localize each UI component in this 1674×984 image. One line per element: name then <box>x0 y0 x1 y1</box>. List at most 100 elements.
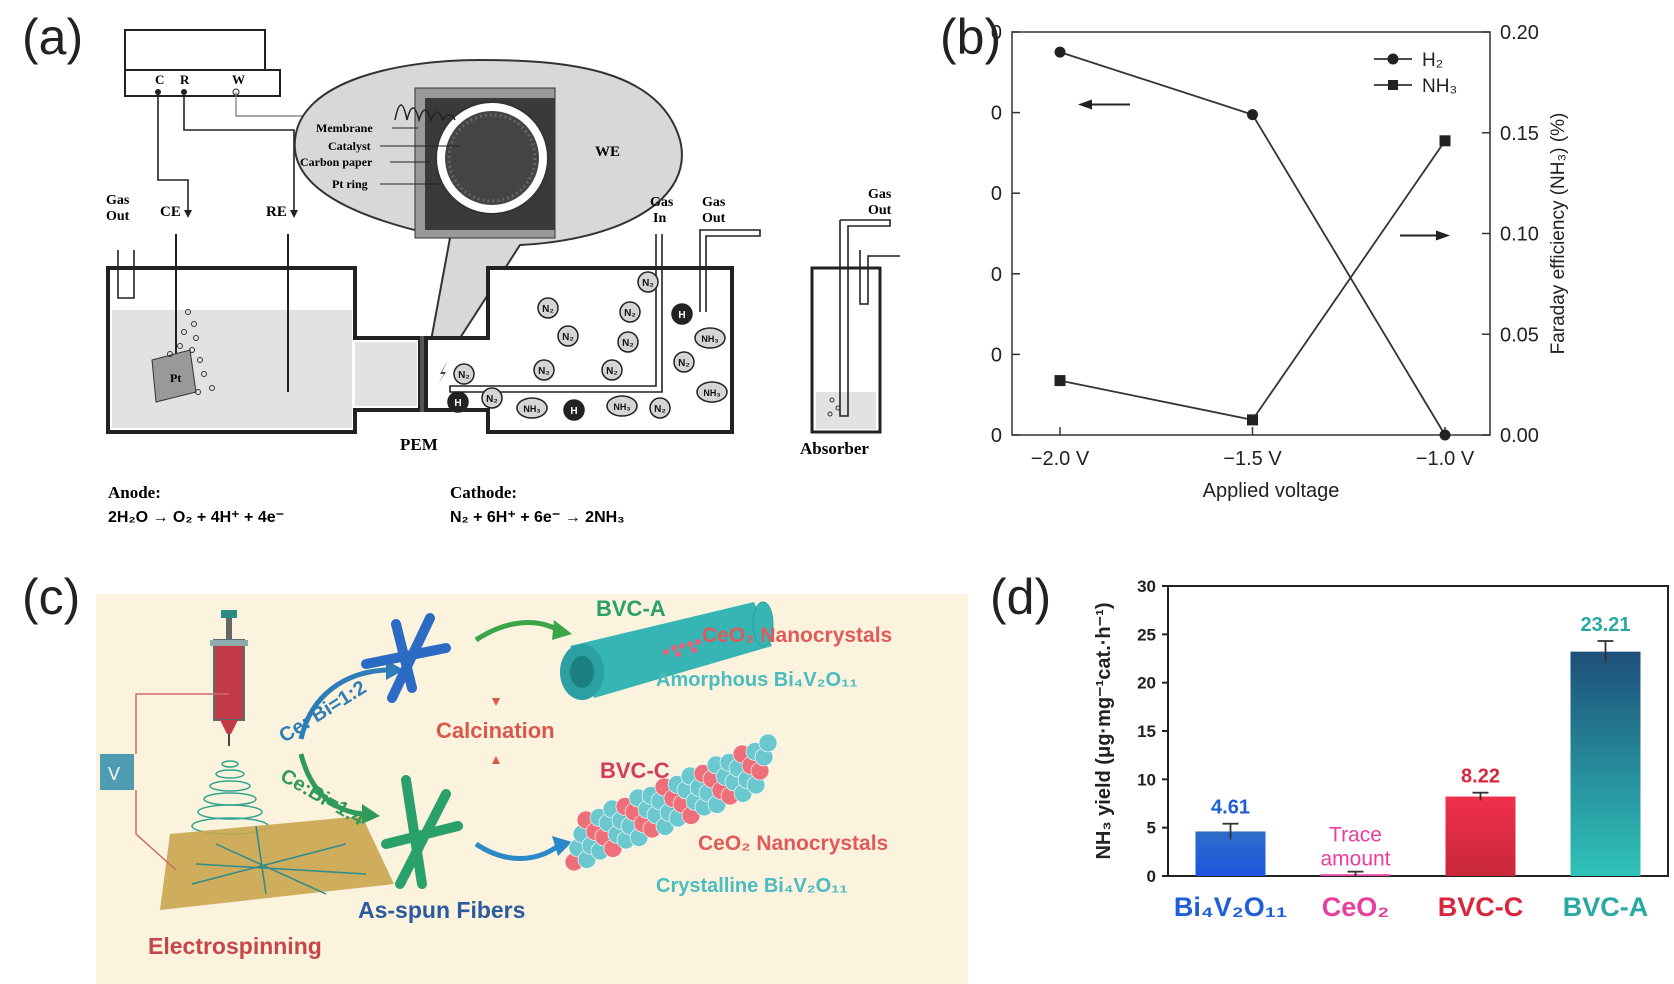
panel-label-d: (d) <box>990 569 1052 625</box>
amorphous-label: Amorphous Bi₄V₂O₁₁ <box>656 669 858 691</box>
molecule-nh3 <box>696 381 728 403</box>
legend-marker-circle <box>1387 53 1399 65</box>
y-right-axis-label: Faraday efficiency (NH₃) (%) <box>1548 113 1569 355</box>
molecule-label: N₂ <box>562 332 574 343</box>
molecule-label: N₂ <box>642 278 654 289</box>
molecule-label: NH₃ <box>613 402 630 412</box>
molecule-label: N₂ <box>678 358 690 369</box>
point-h2 <box>1439 429 1451 441</box>
molecule-n2 <box>649 397 671 419</box>
molecule-label: N₂ <box>538 366 550 377</box>
series-line-square <box>1059 140 1446 421</box>
point-nh3 <box>1054 375 1066 387</box>
bar-2 <box>1445 796 1516 876</box>
x-category-label: BVC-A <box>1563 892 1649 922</box>
y-axis-label: NH₃ yield (μg·mg⁻¹cat.·h⁻¹) <box>1093 602 1115 859</box>
bar-data-label: 4.61 <box>1211 797 1250 819</box>
voltage-source <box>100 754 134 790</box>
callout-carbon-paper: Carbon paper <box>300 155 373 169</box>
x-tick-label: −1.5 V <box>1223 448 1282 470</box>
molecule-label: NH₃ <box>703 388 720 398</box>
absorber-vessel <box>810 266 882 434</box>
bar-data-label: 23.21 <box>1580 614 1630 636</box>
bvcc-particle-rod <box>564 733 778 872</box>
molecule-label: N₂ <box>624 308 636 319</box>
y-tick-label: 25 <box>1137 625 1156 644</box>
y-left-tick-label: 0 <box>991 425 1002 447</box>
bar-data-label: Trace <box>1329 824 1382 847</box>
cathode-equation: N₂ + 6H⁺ + 6e⁻ → 2NH₃ <box>450 509 625 526</box>
molecule-n2 <box>617 331 639 353</box>
faraday-efficiency-chart: 0204060801000.000.050.100.150.20−2.0 V−1… <box>990 22 1569 502</box>
arrowhead-right <box>1436 230 1450 241</box>
molecule-n2 <box>533 359 555 381</box>
collector-plate <box>160 816 394 910</box>
pt-label: Pt <box>170 371 181 385</box>
y-tick-label: 0 <box>1147 867 1156 886</box>
legend-marker-square <box>1388 80 1398 90</box>
plot-frame <box>1011 31 1491 436</box>
callout-catalyst: Catalyst <box>328 139 371 153</box>
molecule-nh3 <box>606 395 638 417</box>
panel-label-b: (b) <box>940 9 1002 65</box>
y-right-tick-label: 0.15 <box>1500 123 1539 145</box>
electrospinning-label: Electrospinning <box>148 933 322 959</box>
molecule-nh3 <box>516 397 548 419</box>
cell-schematic: C R W Membrane Catalyst Carbon paper Pt … <box>106 29 900 526</box>
bvca-label: BVC-A <box>596 596 666 621</box>
molecule-label: N₂ <box>542 304 554 315</box>
callout-membrane: Membrane <box>316 121 373 135</box>
y-tick-label: 20 <box>1137 674 1156 693</box>
crystalline-label: Crystalline Bi₄V₂O₁₁ <box>656 875 848 897</box>
molecule-label: H <box>678 310 685 321</box>
molecule-label: H <box>570 406 577 417</box>
ceo2-c-label: CeO₂ Nanocrystals <box>698 832 888 855</box>
molecule-label: N₂ <box>486 394 498 405</box>
point-h2 <box>1054 46 1066 58</box>
callout-pt-ring: Pt ring <box>332 177 368 191</box>
terminal-w: W <box>232 72 245 87</box>
legend-label: H₂ <box>1422 50 1443 71</box>
re-wire <box>183 92 295 210</box>
o2-bubbles <box>167 309 215 395</box>
bar-data-label: 8.22 <box>1461 766 1500 788</box>
molecule-label: N₂ <box>606 366 618 377</box>
y-right-tick-label: 0.00 <box>1500 425 1539 447</box>
ce-wire <box>157 92 189 210</box>
molecule-n2 <box>481 387 503 409</box>
molecule-h <box>447 391 469 413</box>
molecule-h <box>671 303 693 325</box>
arrowhead-left <box>1078 99 1092 110</box>
y-right-tick-label: 0.05 <box>1500 324 1539 346</box>
y-right-tick-label: 0.10 <box>1500 224 1539 246</box>
re-label: RE <box>266 204 287 220</box>
molecule-label: N₂ <box>622 338 634 349</box>
y-left-tick-label: 80 <box>990 103 1002 125</box>
molecule-n2 <box>537 297 559 319</box>
potentiostat-base <box>124 69 281 97</box>
y-left-tick-label: 60 <box>990 183 1002 205</box>
legend-label: NH₃ <box>1422 76 1457 97</box>
point-h2 <box>1247 109 1258 121</box>
y-tick-label: 5 <box>1147 819 1156 838</box>
molecule-n2 <box>637 271 659 293</box>
x-category-label: CeO₂ <box>1322 892 1390 922</box>
molecule-n2 <box>453 363 475 385</box>
molecule-n2 <box>557 325 579 347</box>
anode-title: Anode: <box>108 483 161 502</box>
molecule-n2 <box>619 301 641 323</box>
potentiostat-screen <box>124 29 266 71</box>
synthesis-schematic: V Electrospinning Ce: Bi=1:2 Ce:Bi=1:4 A… <box>96 594 968 984</box>
panel-label-a: (a) <box>22 9 84 65</box>
voltage-source-label: V <box>108 764 120 784</box>
y-tick-label: 15 <box>1137 722 1156 741</box>
terminal-c: C <box>155 72 164 87</box>
callout-we: WE <box>595 144 620 160</box>
bvca-tube <box>560 601 774 700</box>
anode-equation: 2H₂O → O₂ + 4H⁺ + 4e⁻ <box>108 509 284 526</box>
